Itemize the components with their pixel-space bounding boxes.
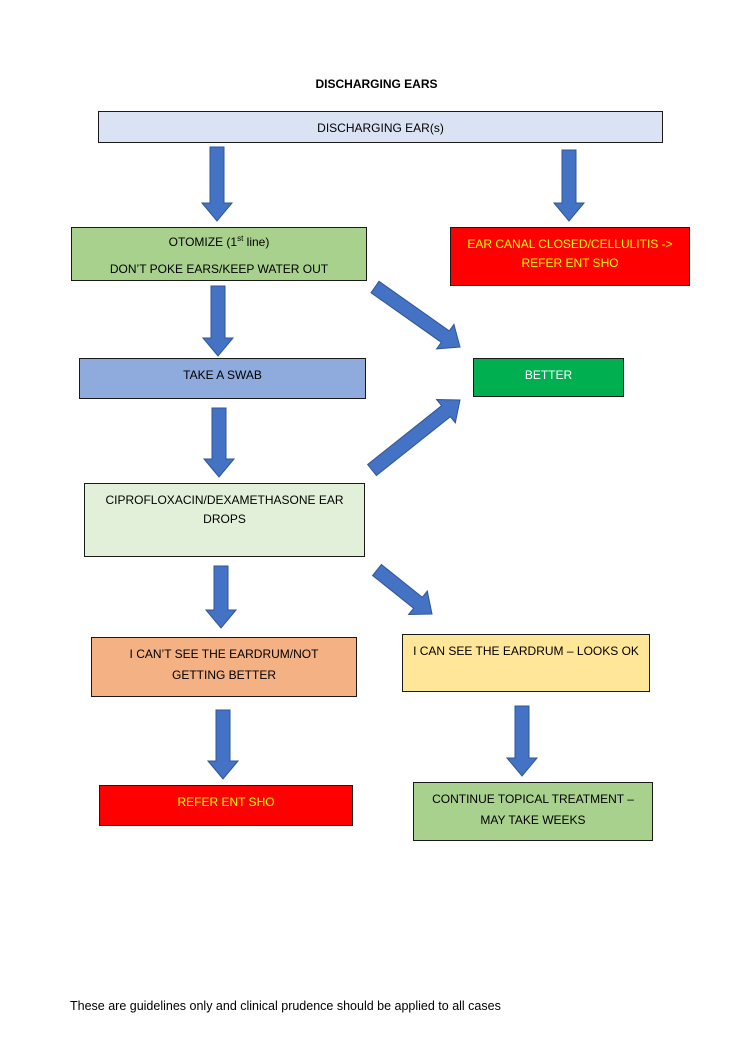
node-cant-see-eardrum-line1: I CAN’T SEE THE EARDRUM/NOT xyxy=(129,647,319,661)
arrow-cansee-to-continue xyxy=(505,705,539,777)
arrow-cipro-to-cantsee xyxy=(204,565,238,629)
node-continue-topical-line2: MAY TAKE WEEKS xyxy=(480,813,586,828)
arrow-cantsee-to-refer xyxy=(206,709,240,780)
node-ear-canal-closed: EAR CANAL CLOSED/CELLULITIS -> REFER ENT… xyxy=(450,227,690,286)
arrow-otomize-to-swab xyxy=(201,285,235,357)
node-cant-see-eardrum: I CAN’T SEE THE EARDRUM/NOT GETTING BETT… xyxy=(91,637,357,697)
node-better-label: BETTER xyxy=(524,368,573,382)
arrow-discharging-to-otomize xyxy=(200,146,234,222)
node-ear-canal-closed-line1: EAR CANAL CLOSED/CELLULITIS -> xyxy=(467,237,673,251)
node-can-see-eardrum-label: I CAN SEE THE EARDRUM – LOOKS OK xyxy=(413,644,639,658)
node-better: BETTER xyxy=(473,358,624,397)
node-continue-topical-line1: CONTINUE TOPICAL TREATMENT – xyxy=(432,792,634,806)
node-discharging-ears: DISCHARGING EAR(s) xyxy=(98,111,663,143)
node-ear-canal-closed-line2: REFER ENT SHO xyxy=(521,256,619,271)
node-refer-ent-sho: REFER ENT SHO xyxy=(99,785,353,826)
arrow-otomize-to-better xyxy=(370,280,461,350)
arrow-discharging-to-closed xyxy=(552,149,586,222)
footer-disclaimer: These are guidelines only and clinical p… xyxy=(70,999,501,1013)
node-ciprofloxacin-line1: CIPROFLOXACIN/DEXAMETHASONE EAR xyxy=(105,493,344,507)
node-ciprofloxacin-line2: DROPS xyxy=(203,512,246,527)
node-otomize: OTOMIZE (1st line) DON’T POKE EARS/KEEP … xyxy=(71,227,367,281)
arrow-cipro-to-better xyxy=(366,398,461,477)
node-cant-see-eardrum-line2: GETTING BETTER xyxy=(171,668,276,683)
page-title: DISCHARGING EARS xyxy=(315,77,438,91)
arrow-cipro-to-cansee xyxy=(371,563,433,616)
node-continue-topical: CONTINUE TOPICAL TREATMENT – MAY TAKE WE… xyxy=(413,782,653,841)
node-take-a-swab-label: TAKE A SWAB xyxy=(183,368,262,382)
node-otomize-line2: DON’T POKE EARS/KEEP WATER OUT xyxy=(109,262,329,277)
node-can-see-eardrum: I CAN SEE THE EARDRUM – LOOKS OK xyxy=(402,634,650,692)
node-take-a-swab: TAKE A SWAB xyxy=(79,358,366,399)
node-discharging-ears-label: DISCHARGING EAR(s) xyxy=(317,121,444,135)
node-otomize-line1: OTOMIZE (1st line) xyxy=(168,234,270,250)
arrow-swab-to-cipro xyxy=(202,407,236,478)
node-refer-ent-sho-label: REFER ENT SHO xyxy=(177,795,275,809)
node-ciprofloxacin: CIPROFLOXACIN/DEXAMETHASONE EAR DROPS xyxy=(84,483,365,557)
